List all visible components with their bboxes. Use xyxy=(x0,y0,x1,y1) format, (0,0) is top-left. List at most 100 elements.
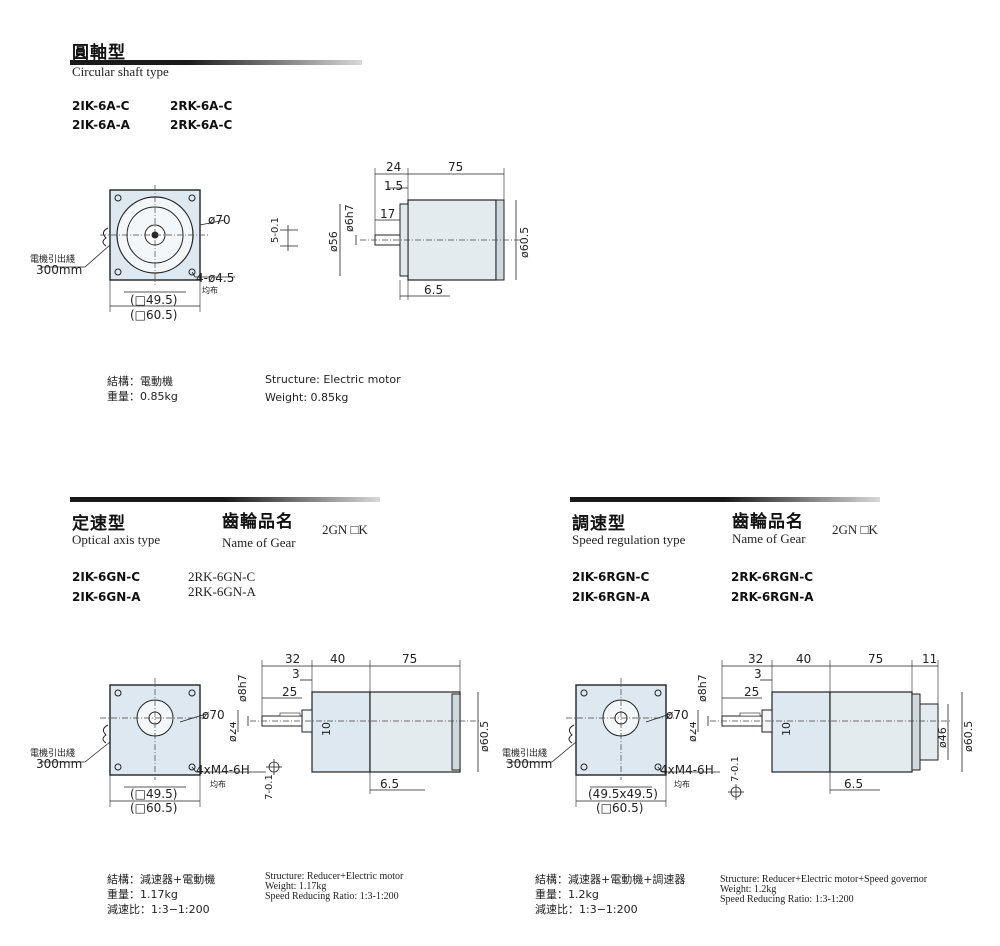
d75-label: 75 xyxy=(868,652,883,666)
d75-label: 75 xyxy=(402,652,417,666)
section2-model-right-2: 2RK-6GN-A xyxy=(188,584,256,599)
dia70-label: ø70 xyxy=(666,708,689,722)
holes-note: 均布 xyxy=(674,779,690,789)
d24-label: 24 xyxy=(386,160,401,174)
weight-cn: 重量：1.17kg xyxy=(107,888,178,901)
section1-model-1: 2IK-6A-C xyxy=(72,99,130,113)
key-label: 7-0.1 xyxy=(264,774,275,800)
section2-front-view-drawing: 電機引出綫 300mm ø70 4xM4-6H 均布 (□49.5) (□60.… xyxy=(30,678,266,815)
d65-label: 6.5 xyxy=(424,283,443,297)
d40-label: 40 xyxy=(796,652,811,666)
section2-spec-en: Structure: Reducer+Electric motor Weight… xyxy=(265,872,403,902)
section1-spec-en: Structure: Electric motor Weight: 0.85kg xyxy=(265,371,401,407)
d605-label: ø60.5 xyxy=(518,227,531,258)
gearbox-body xyxy=(771,691,831,773)
section1-key-detail: 5-0.1 xyxy=(270,217,298,251)
d75-label: 75 xyxy=(448,160,463,174)
mount-hole xyxy=(188,689,196,697)
section2-title-cn: 定速型 xyxy=(72,514,126,534)
pcd-label: (□49.5) xyxy=(130,293,177,307)
structure-en: Structure: Reducer+Electric motor+Speed … xyxy=(720,874,928,885)
section1-model-2: 2RK-6A-C xyxy=(170,99,233,113)
mount-hole xyxy=(114,268,122,276)
section1-spec-cn: 結構：電動機 重量：0.85kg xyxy=(107,374,178,404)
section2-model-left-1: 2IK-6GN-C xyxy=(72,570,141,584)
structure-en: Structure: Electric motor xyxy=(265,373,401,386)
holes-note: 均布 xyxy=(202,285,218,295)
d605-label: ø60.5 xyxy=(478,721,490,752)
d25-label: 25 xyxy=(282,685,297,699)
d605-label: ø60.5 xyxy=(962,721,975,752)
key-label: 7-0.1 xyxy=(730,756,741,782)
pcd-label: (□49.5) xyxy=(130,787,177,801)
d65-label: 6.5 xyxy=(844,777,863,791)
section1-title-cn: 圓軸型 xyxy=(72,43,126,63)
key-label: 5-0.1 xyxy=(270,217,281,243)
ratio-cn: 減速比：1:3−1:200 xyxy=(107,903,210,916)
structure-en: Structure: Reducer+Electric motor xyxy=(265,871,404,882)
lead-wire-label: 電機引出綫 xyxy=(30,747,75,759)
section1-title-en: Circular shaft type xyxy=(72,64,169,79)
structure-cn: 結構：減速器+電動機 xyxy=(107,873,216,886)
motor-end-cap xyxy=(911,693,921,771)
d3-label: 3 xyxy=(754,667,762,681)
d8h7-label: ø8h7 xyxy=(236,674,249,702)
section1-side-view-drawing: 24 1.5 17 75 6.5 ø56 ø6h7 ø60.5 xyxy=(327,160,531,300)
shaft-key xyxy=(739,712,761,717)
motor-end-cap xyxy=(451,693,461,771)
section3-model-right-2: 2RK-6RGN-A xyxy=(731,590,814,604)
d3-label: 3 xyxy=(292,667,300,681)
lead-wire-label: 電機引出綫 xyxy=(502,747,547,759)
holes-note: 均布 xyxy=(210,779,226,789)
weight-en: Weight: 1.17kg xyxy=(265,881,327,892)
section3-gear-cn: 齒輪品名 xyxy=(732,512,804,532)
mount-hole xyxy=(580,763,588,771)
d11-label: 11 xyxy=(922,652,937,666)
ratio-en: Speed Reducing Ratio: 1:3-1:200 xyxy=(265,891,399,902)
shaft-key xyxy=(279,712,301,717)
d24-label: ø24 xyxy=(690,721,699,742)
section3-key-detail: 7-0.1 xyxy=(728,756,744,800)
section1-model-3: 2IK-6A-A xyxy=(72,118,130,132)
weight-en: Weight: 0.85kg xyxy=(265,391,349,404)
square-label: (□60.5) xyxy=(130,308,177,322)
weight-cn: 重量：1.2kg xyxy=(535,888,599,901)
d32-label: 32 xyxy=(285,652,300,666)
section1-title-bar xyxy=(70,60,362,65)
motor-body xyxy=(829,691,913,773)
section2-key-detail: 7-0.1 xyxy=(264,759,282,800)
section3-model-left-1: 2IK-6RGN-C xyxy=(572,570,650,584)
section3-spec-cn: 結構：減速器+電動機+調速器 重量：1.2kg 減速比：1:3−1:200 xyxy=(535,872,685,917)
d15-label: 1.5 xyxy=(384,179,403,193)
d10-label: 10 xyxy=(320,722,333,736)
motor-body xyxy=(369,691,461,773)
mount-hole xyxy=(188,268,196,276)
weight-cn: 重量：0.85kg xyxy=(107,390,178,403)
section2-model-left-2: 2IK-6GN-A xyxy=(72,590,141,604)
square-label: (□60.5) xyxy=(596,801,643,815)
mount-hole xyxy=(114,194,122,202)
section3-title-bar xyxy=(570,497,880,502)
section3-title-en: Speed regulation type xyxy=(572,532,686,547)
mount-hole xyxy=(114,689,122,697)
section2-gear-code: 2GN □K xyxy=(322,522,368,537)
d17-label: 17 xyxy=(380,207,395,221)
speed-governor-housing xyxy=(919,703,939,761)
mount-hole xyxy=(188,763,196,771)
structure-cn: 結構：電動機 xyxy=(107,375,173,388)
section2-gear-cn: 齒輪品名 xyxy=(222,512,294,532)
d32-label: 32 xyxy=(748,652,763,666)
section3-gear-code: 2GN □K xyxy=(832,522,878,537)
section2-spec-cn: 結構：減速器+電動機 重量：1.17kg 減速比：1:3−1:200 xyxy=(107,872,215,917)
weight-en: Weight: 1.2kg xyxy=(720,884,777,895)
mount-hole xyxy=(654,689,662,697)
mount-hole xyxy=(580,689,588,697)
section3-front-view-drawing: 電機引出綫 300mm ø70 4xM4-6H 均布 (49.5x49.5) (… xyxy=(502,678,720,815)
mount-hole xyxy=(188,194,196,202)
mount-hole xyxy=(654,763,662,771)
ratio-cn: 減速比：1:3−1:200 xyxy=(535,903,638,916)
square-label: (□60.5) xyxy=(130,801,177,815)
section2-title-bar xyxy=(70,497,380,502)
lead-length-label: 300mm xyxy=(36,757,82,771)
section3-title-cn: 調速型 xyxy=(572,514,626,534)
